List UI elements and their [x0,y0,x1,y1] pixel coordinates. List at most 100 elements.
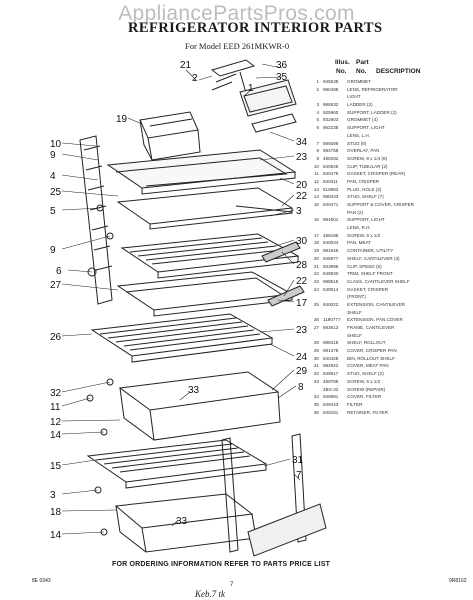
legend-illus-no: 1 [316,79,319,84]
callout-number: 34 [296,137,308,148]
callout-number: 7 [296,470,302,481]
rollout-shelf-grid [120,233,300,279]
legend-description: COVER, MEAT PAN [347,363,389,369]
legend-description: GROMMET (4) [347,117,378,123]
legend-description: EXTENSION, PAN COVER [347,317,403,323]
legend-header-no-2: No. [356,68,367,75]
legend-part-no: 840946 [323,163,339,169]
callout-number: 24 [296,352,308,363]
legend-description: RETAINER, FILTER [347,409,388,415]
legend-header-description: DESCRIPTION [376,68,421,75]
legend-part-no: 980498 [323,86,339,92]
legend-description: EXTENSION, CANTILEVER [347,301,405,307]
legend-description: OVERLAY, PAN [347,148,380,154]
callout-number: 18 [50,507,62,518]
legend-illus-no: 9 [316,155,319,161]
legend-part-no: 983613 [323,325,339,330]
legend-description: SCREW (REPAIR) [347,386,386,392]
shelf-frame-3 [116,271,294,317]
page-title: REFRIGERATOR INTERIOR PARTS [128,20,383,36]
callout-number: 31 [292,455,304,466]
meat-pan-cover [86,439,268,489]
legend-illus-no: 19 [313,248,319,254]
legend-illus-no: 33 [313,378,319,384]
legend-description: SUPPORT, LIGHT [347,217,385,223]
callout-number: 33 [176,516,188,527]
callout-number: 21 [180,60,192,71]
legend-illus-no: 16 [313,217,319,223]
legend-description: CONTAINER, UTILITY [347,248,394,254]
callout-number: 14 [50,530,62,541]
crisper-cover-grid [90,313,274,363]
legend-row: SHELF [307,332,473,340]
legend-description: SUPPORT & COVER, CRISPER [347,202,414,207]
legend-description: COVER, FILTER [347,394,382,400]
legend-header-illus: Illus. [335,59,350,66]
legend-description: SHELF [347,332,362,338]
legend-row: LENS, L.H. [307,132,473,140]
legend-part-no: 962238 [323,125,339,131]
callout-number: 26 [50,332,62,343]
legend-description: PAN (2) [347,209,363,215]
callout-number: 9 [50,150,56,161]
callout-number: 25 [50,187,62,198]
callout-number: 15 [50,461,62,472]
legend-illus-no: 24 [313,286,319,292]
legend-part-no: 984822 [323,363,339,369]
legend-part-no: 988516 [323,278,339,284]
legend-description: SHELF, ROLLOUT [347,340,386,346]
legend-row: PAN (2) [307,209,473,217]
right-ladder [221,433,307,553]
legend-illus-no: 15 [313,202,319,207]
legend-illus-no: 34 [313,394,319,400]
legend-illus-no: 35 [313,401,319,407]
utility-container [139,111,201,161]
legend-illus-no: 3 [316,102,319,108]
pan-front-cover [247,503,327,557]
callout-number: 3 [50,490,56,501]
callout-number: 33 [188,385,200,396]
legend-description: GASKET, CRISPER [347,286,389,292]
legend-part-no: 519983 [323,186,339,192]
legend-illus-no: 32 [313,371,319,377]
legend-description: (FRONT) [347,294,366,300]
legend-part-no: 848817 [323,371,339,377]
legend-part-no: 988532 [323,102,339,108]
legend-part-no: 984758 [323,148,339,154]
legend-illus-no: 4 [316,109,319,115]
legend-part-no: 840471 [323,202,339,207]
legend-part-no: 840428 [323,355,339,361]
callout-number: 5 [50,206,56,217]
legend-description: LENS, REFRIGERATOR [347,86,398,92]
legend-description: CLIP, SPEED (8) [347,263,382,269]
legend-part-no: 840478 [323,171,339,177]
legend-illus-no: 6 [316,125,319,131]
callout-number: 10 [50,139,62,150]
ordering-footer: FOR ORDERING INFORMATION REFER TO PARTS … [112,561,331,568]
callout-number: 6 [56,266,62,277]
legend-description: PLUG, HOLE (2) [347,186,382,192]
callout-number: 36 [276,60,288,71]
legend-part-no: 948677 [323,255,339,261]
meat-pan [114,493,257,553]
legend-illus-no: 2 [316,86,319,92]
legend-part-no: 840022 [323,301,339,307]
legend-illus-no: 36 [313,409,319,415]
legend-illus-no: 18 [313,240,319,246]
callout-number: 19 [116,114,128,125]
